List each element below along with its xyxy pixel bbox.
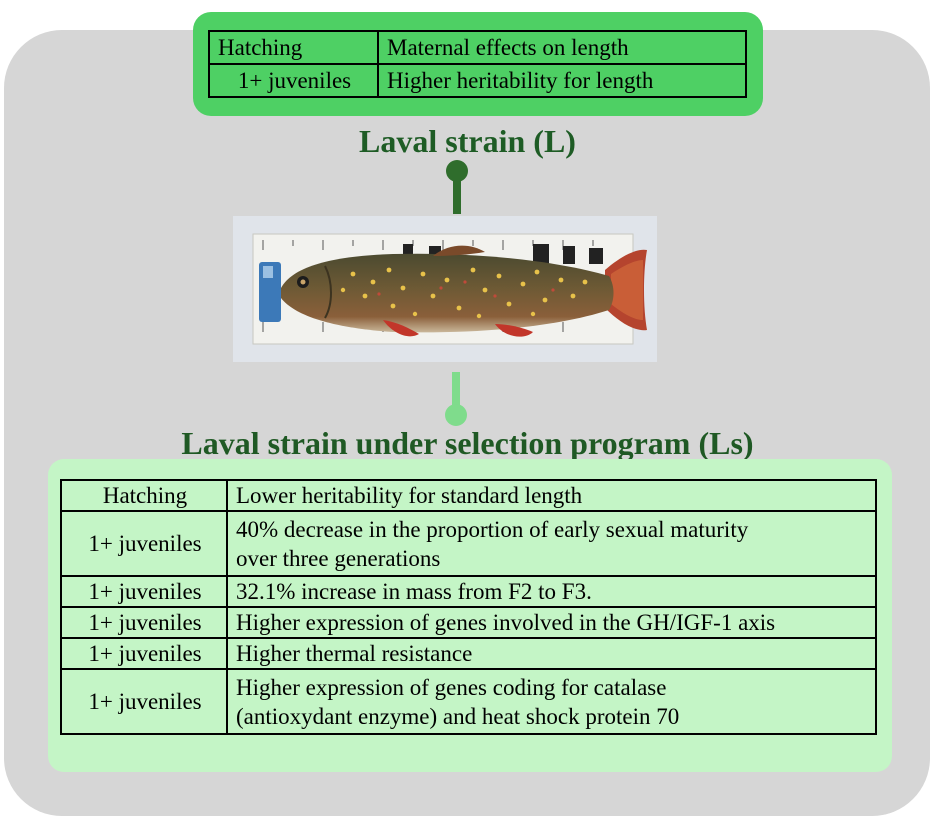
effect-cell: 40% decrease in the proportion of early …: [226, 510, 877, 577]
effect-cell: Higher expression of genes involved in t…: [226, 606, 877, 639]
stage-cell: 1+ juveniles: [208, 63, 379, 98]
table-row: 1+ juveniles Higher expression of genes …: [60, 668, 877, 735]
table-row: 1+ juveniles 40% decrease in the proport…: [60, 510, 877, 577]
table-row: 1+ juveniles Higher thermal resistance: [60, 637, 877, 670]
effect-line: 40% decrease in the proportion of early …: [236, 516, 749, 542]
laval-strain-title: Laval strain (L): [359, 123, 576, 159]
stage-cell: 1+ juveniles: [60, 606, 228, 639]
stage-cell: Hatching: [208, 30, 379, 65]
effect-cell: Higher expression of genes coding for ca…: [226, 668, 877, 735]
effect-line: (antioxydant enzyme) and heat shock prot…: [236, 703, 680, 729]
stage-cell: 1+ juveniles: [60, 510, 228, 577]
effect-cell: Higher thermal resistance: [226, 637, 877, 670]
table-row: Hatching Maternal effects on length: [208, 30, 747, 65]
stage-cell: Hatching: [60, 479, 228, 512]
connector-dot-bottom: [445, 404, 467, 426]
effect-cell: Higher heritability for length: [377, 63, 747, 98]
laval-strain-table: Hatching Maternal effects on length 1+ j…: [208, 30, 747, 98]
effect-cell: Maternal effects on length: [377, 30, 747, 65]
effect-line: over three generations: [236, 545, 441, 571]
table-row: Hatching Lower heritability for standard…: [60, 479, 877, 512]
connector-dot-top: [446, 160, 468, 182]
table-row: 1+ juveniles Higher expression of genes …: [60, 606, 877, 639]
laval-strain-selection-title: Laval strain under selection program (Ls…: [181, 425, 754, 461]
effect-cell: Lower heritability for standard length: [226, 479, 877, 512]
laval-strain-selection-table: Hatching Lower heritability for standard…: [60, 479, 877, 735]
stage-cell: 1+ juveniles: [60, 668, 228, 735]
table-row: 1+ juveniles Higher heritability for len…: [208, 63, 747, 98]
connector-stem-bottom: [452, 372, 460, 412]
brook-trout-photo: [233, 216, 657, 362]
effect-line: Higher expression of genes coding for ca…: [236, 674, 667, 700]
effect-cell: 32.1% increase in mass from F2 to F3.: [226, 575, 877, 608]
stage-cell: 1+ juveniles: [60, 575, 228, 608]
connector-stem-top: [453, 172, 461, 214]
stage-cell: 1+ juveniles: [60, 637, 228, 670]
table-row: 1+ juveniles 32.1% increase in mass from…: [60, 575, 877, 608]
